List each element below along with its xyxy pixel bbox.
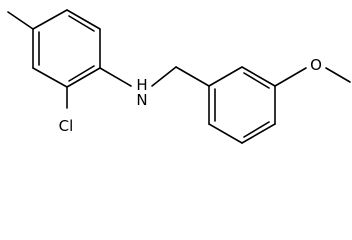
bond	[66, 67, 101, 88]
aryl-nitrogen-bond	[99, 67, 132, 87]
aryl-oxygen-bond	[274, 67, 307, 87]
methyl-bond	[7, 11, 34, 30]
structure-diagram: Cl H N O	[7, 9, 351, 144]
aryl-ring-left	[32, 9, 101, 88]
chlorine-label: Cl	[59, 117, 74, 135]
nitrogen-methylene-bond	[151, 66, 177, 87]
double-bond-inner	[243, 72, 270, 89]
amine-h-label: H	[136, 76, 147, 94]
double-bond-inner	[243, 121, 270, 138]
bond	[32, 67, 68, 88]
bond	[208, 66, 243, 87]
bond	[208, 123, 243, 144]
double-bond-inner	[68, 15, 95, 32]
bond	[241, 66, 276, 87]
oxygen-methyl-bond	[325, 67, 351, 83]
double-bond-inner	[68, 65, 95, 82]
aryl-ring-right	[208, 66, 276, 144]
amine-n-label: N	[136, 91, 147, 109]
bond	[66, 9, 101, 30]
bond	[241, 123, 276, 144]
bond	[32, 9, 68, 30]
methylene-aryl-bond	[175, 66, 210, 87]
oxygen-label: O	[310, 56, 322, 74]
